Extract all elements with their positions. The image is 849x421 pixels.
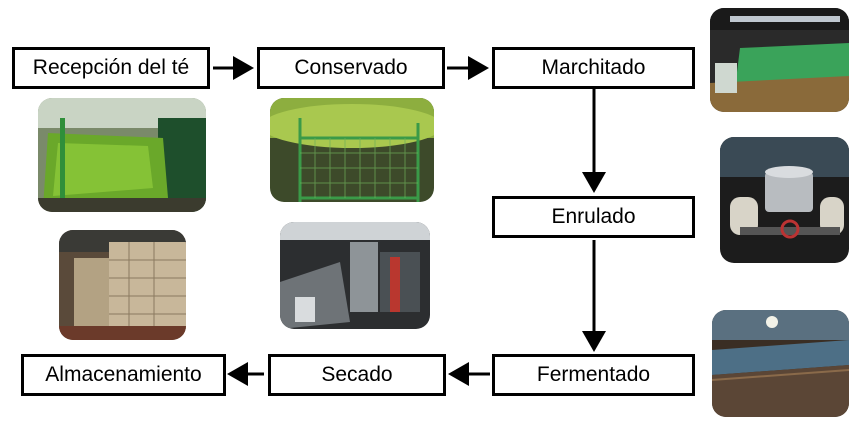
step-fermenting-label: Fermentado: [536, 363, 651, 386]
step-warehousing-label: Almacenamiento: [45, 363, 202, 386]
step-rolling-label: Enrulado: [551, 205, 636, 228]
step-drying-label: Secado: [321, 363, 393, 386]
photo-warehouse-pallets: [59, 230, 186, 340]
photo-tea-leaves-mesh: [270, 98, 434, 202]
photo-fermentation-conveyor: [712, 310, 849, 417]
photo-rolling-machine: [720, 137, 849, 263]
photo-tea-leaves-conveyor: [38, 98, 206, 212]
step-reception-label: Recepción del té: [32, 56, 190, 79]
step-storage-label: Conservado: [294, 56, 408, 79]
step-reception: Recepción del té: [12, 47, 210, 89]
step-storage: Conservado: [257, 47, 445, 89]
step-fermenting: Fermentado: [492, 354, 695, 396]
step-rolling: Enrulado: [492, 196, 695, 238]
step-withering: Marchitado: [492, 47, 695, 89]
step-warehousing: Almacenamiento: [21, 354, 226, 396]
step-drying: Secado: [268, 354, 446, 396]
photo-drying-machinery: [280, 222, 430, 329]
step-withering-label: Marchitado: [541, 56, 646, 79]
photo-withering-shed: [710, 8, 849, 112]
